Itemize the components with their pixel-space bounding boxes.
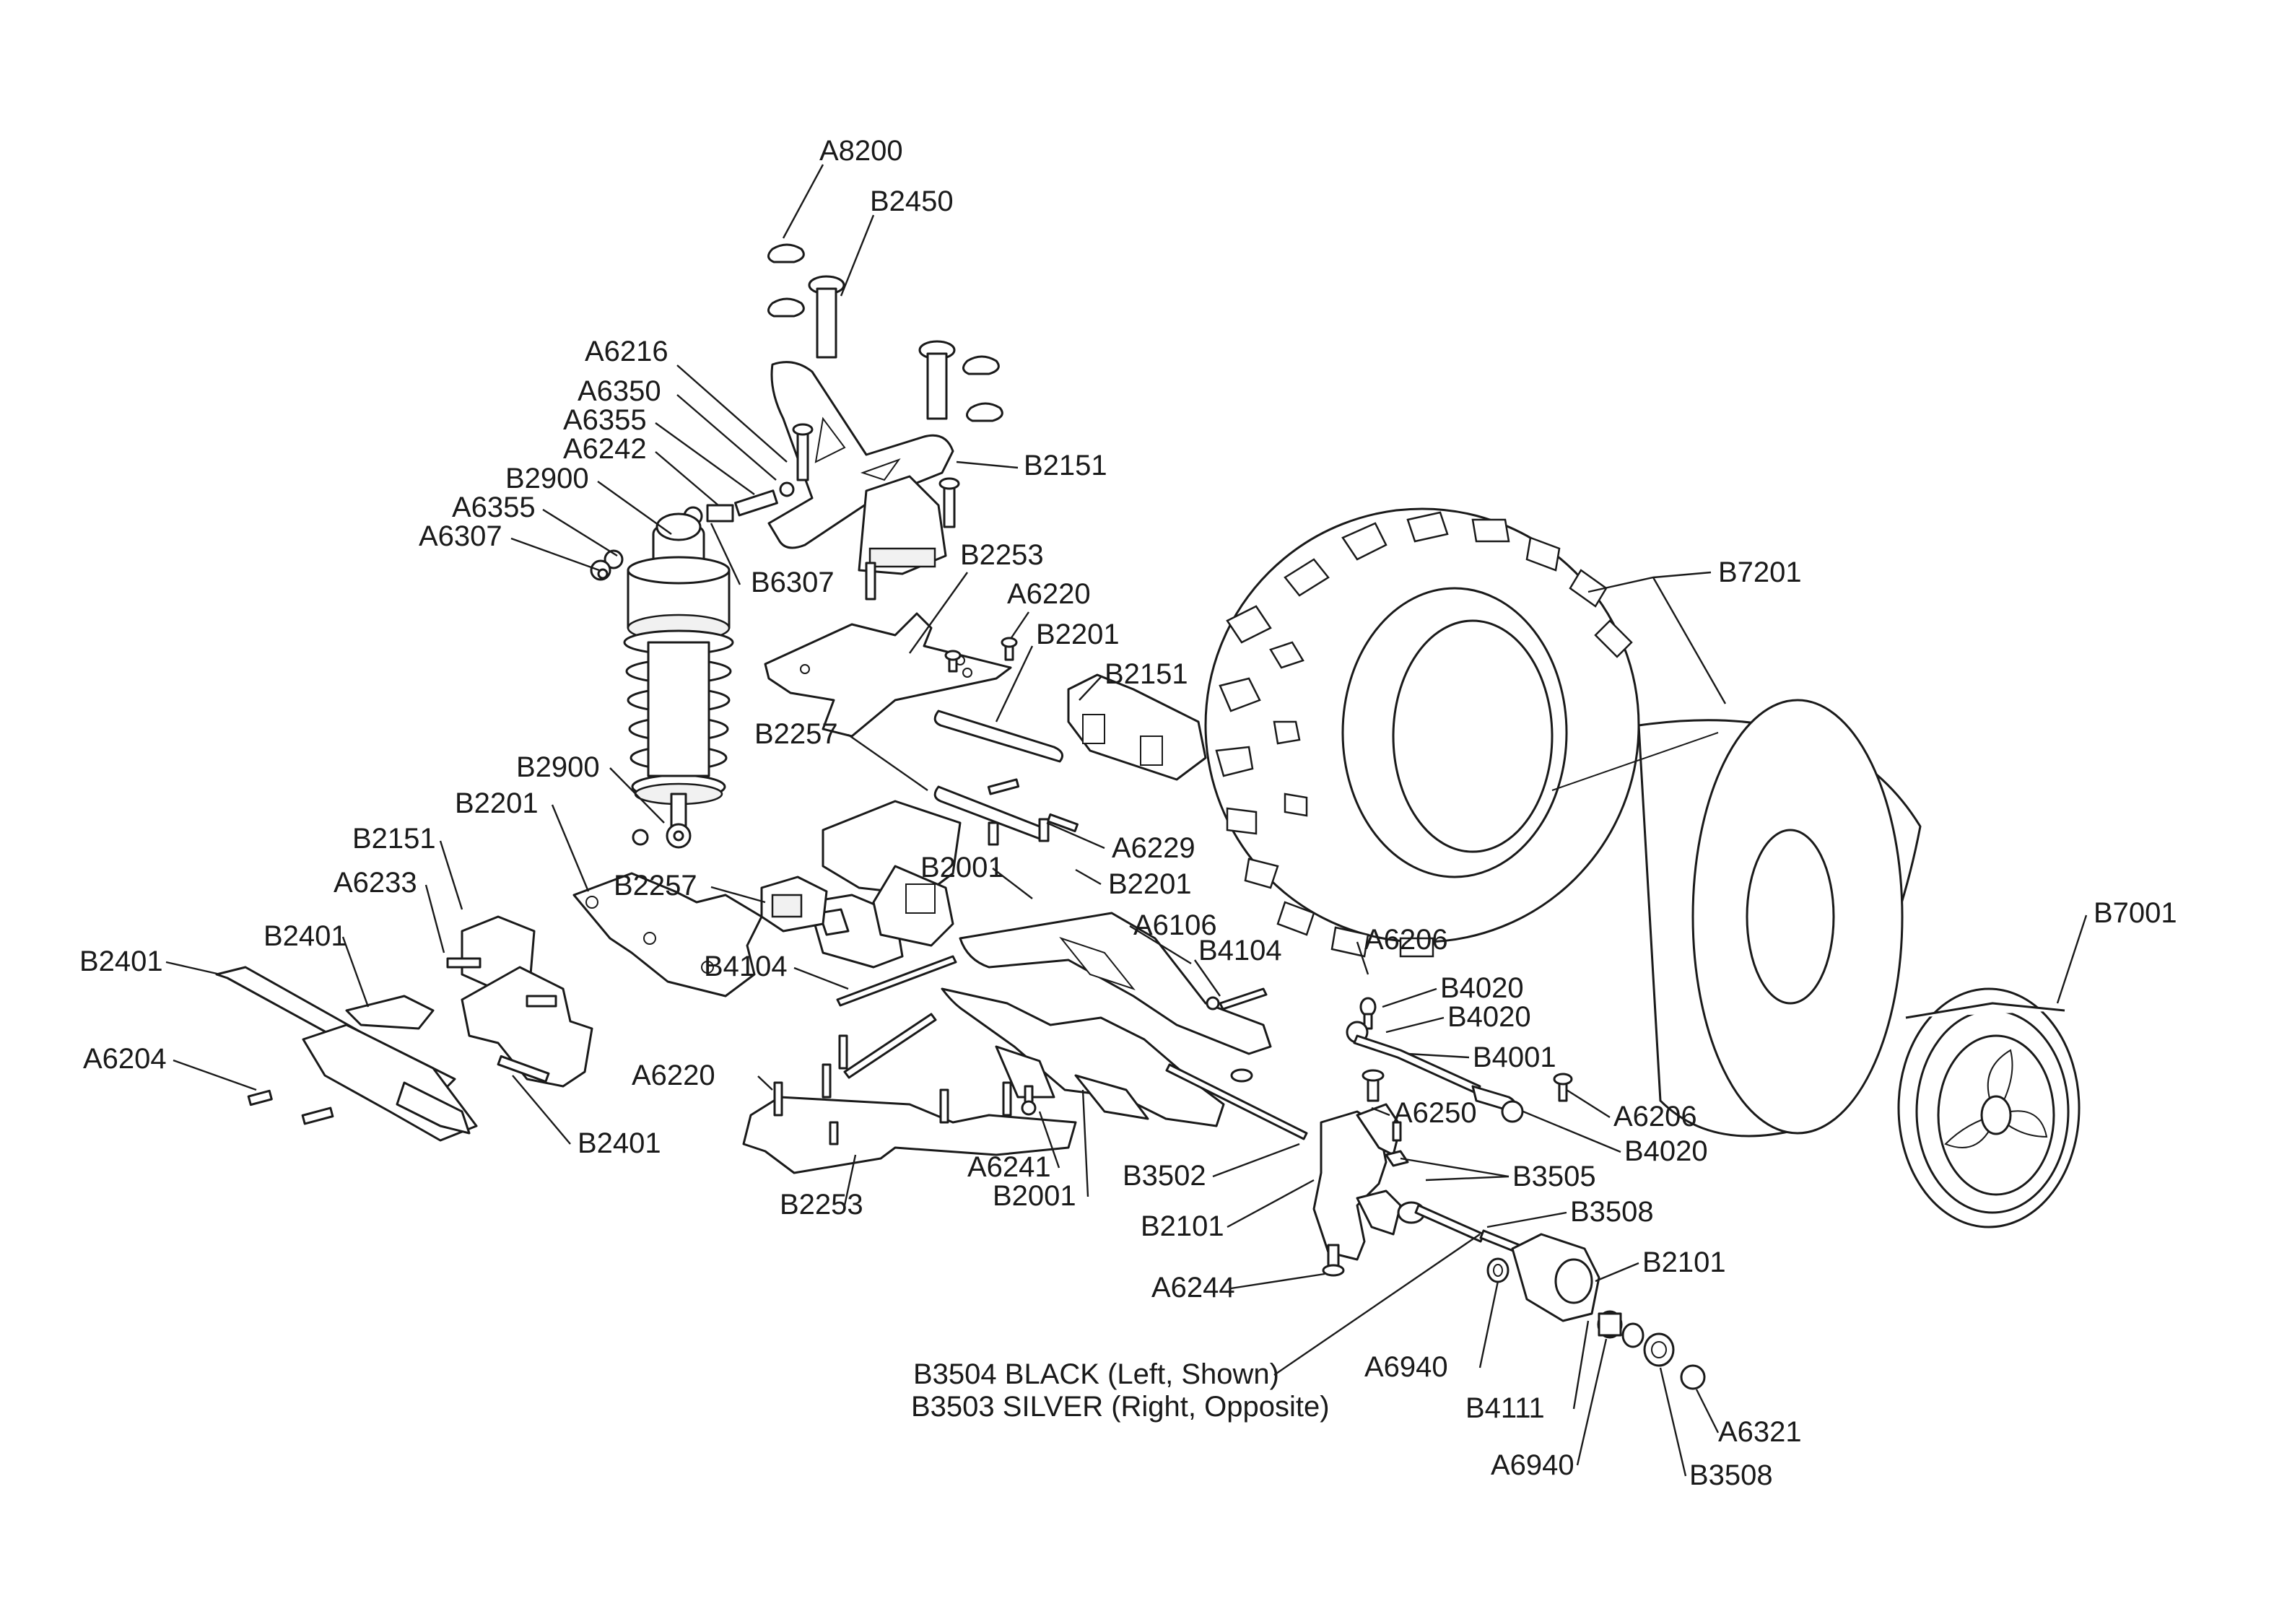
callout-b2151: B2151 (1105, 658, 1188, 690)
wheel (1897, 987, 2081, 1228)
callout-a6206: A6206 (1364, 924, 1448, 956)
callout-b3508: B3508 (1570, 1196, 1654, 1228)
turnbuckle (1346, 997, 1524, 1123)
callout-b4020: B4020 (1440, 972, 1524, 1004)
callout-b7001: B7001 (2094, 897, 2177, 929)
callout-b2201: B2201 (455, 787, 539, 819)
callout-labels: A8200 B2450 A6216 A6350 A6355 A6242 B290… (79, 135, 2177, 1491)
callout-a6204: A6204 (83, 1043, 167, 1075)
rear-block-left (446, 915, 593, 1088)
rear-plate-left (572, 872, 763, 997)
callout-b2253: B2253 (780, 1189, 863, 1221)
callout-a6940: A6940 (1491, 1449, 1574, 1481)
callout-b7201: B7201 (1718, 556, 1802, 588)
callout-b2401: B2401 (578, 1127, 661, 1159)
gearbox-housing (760, 800, 962, 969)
callout-b2001: B2001 (920, 852, 1004, 883)
callout-b2201: B2201 (1108, 868, 1192, 900)
callout-b2101: B2101 (1642, 1247, 1726, 1278)
callout-b4111: B4111 (1465, 1392, 1545, 1424)
pivot-ball-lower (632, 829, 649, 846)
callout-b2257: B2257 (614, 870, 697, 902)
callout-a6220: A6220 (1007, 578, 1091, 610)
axle (1397, 1201, 1521, 1254)
callout-b2450: B2450 (870, 185, 954, 217)
callout-b2151: B2151 (352, 823, 436, 855)
shock-tower (767, 361, 954, 575)
tower-screws (792, 423, 960, 601)
callout-a6250: A6250 (1393, 1097, 1477, 1129)
body-posts (808, 275, 956, 420)
callout-b2253: B2253 (960, 539, 1044, 571)
callout-a6106: A6106 (1133, 909, 1217, 941)
callout-b6307: B6307 (751, 567, 835, 598)
upper-chassis-plate (764, 612, 1012, 738)
callout-a8200: A8200 (819, 135, 903, 167)
hinge-pin (843, 1013, 937, 1079)
tire (1204, 507, 1640, 958)
hinge-pins-b4104 (836, 955, 1268, 1010)
callout-a6350: A6350 (578, 375, 661, 407)
callout-b4020: B4020 (1447, 1001, 1531, 1033)
leader-lines (165, 164, 2088, 1477)
callout-a6244: A6244 (1151, 1272, 1235, 1304)
callout-a6206: A6206 (1613, 1101, 1697, 1132)
callout-a6307: A6307 (419, 520, 502, 552)
rear-bulkhead (1067, 673, 1207, 781)
callout-b4104: B4104 (704, 951, 788, 982)
callout-a6216: A6216 (585, 336, 668, 367)
callout-a6321: A6321 (1718, 1416, 1802, 1448)
callout-b2257: B2257 (754, 718, 838, 750)
callout-b2900: B2900 (505, 463, 589, 494)
callout-a6220: A6220 (632, 1060, 715, 1091)
callout-a6241: A6241 (967, 1151, 1051, 1183)
shock-absorber (623, 512, 734, 849)
callout-b2900: B2900 (516, 751, 600, 783)
callout-b2201: B2201 (1036, 619, 1120, 650)
callout-b4104: B4104 (1198, 935, 1282, 966)
callout-a6229: A6229 (1112, 832, 1195, 864)
callout-a6355: A6355 (452, 492, 536, 523)
callout-b3504: B3504 BLACK (Left, Shown) (913, 1358, 1279, 1390)
callout-b2001: B2001 (993, 1180, 1076, 1212)
rear-bumper (215, 966, 550, 1142)
lower-arm (941, 987, 1225, 1127)
callout-b2101: B2101 (1141, 1210, 1224, 1242)
callout-b2151: B2151 (1024, 450, 1107, 481)
callout-b4020: B4020 (1624, 1135, 1708, 1167)
callout-a6233: A6233 (334, 867, 417, 899)
callout-b2401: B2401 (79, 946, 163, 977)
callout-b3503: B3503 SILVER (Right, Opposite) (911, 1391, 1330, 1423)
bearing-assembly (1486, 1233, 1706, 1390)
callout-b3508: B3508 (1689, 1459, 1773, 1491)
body-clips (767, 243, 1003, 422)
callout-b2401: B2401 (263, 920, 347, 952)
callout-b3505: B3505 (1512, 1161, 1596, 1192)
wheel-shell (1551, 699, 1922, 1138)
tie-rod-long (1165, 1063, 1308, 1140)
upper-arm (959, 912, 1272, 1055)
callout-b3502: B3502 (1123, 1160, 1206, 1192)
lower-chassis-plate (742, 1034, 1077, 1174)
callout-a6242: A6242 (563, 433, 647, 465)
hub-carrier (1312, 1103, 1402, 1261)
hub-hardware (1322, 1069, 1409, 1277)
upper-plate-screws (944, 637, 1018, 673)
callout-a6355: A6355 (563, 404, 647, 436)
callout-b4001: B4001 (1473, 1042, 1556, 1073)
callout-a6940: A6940 (1364, 1351, 1448, 1383)
